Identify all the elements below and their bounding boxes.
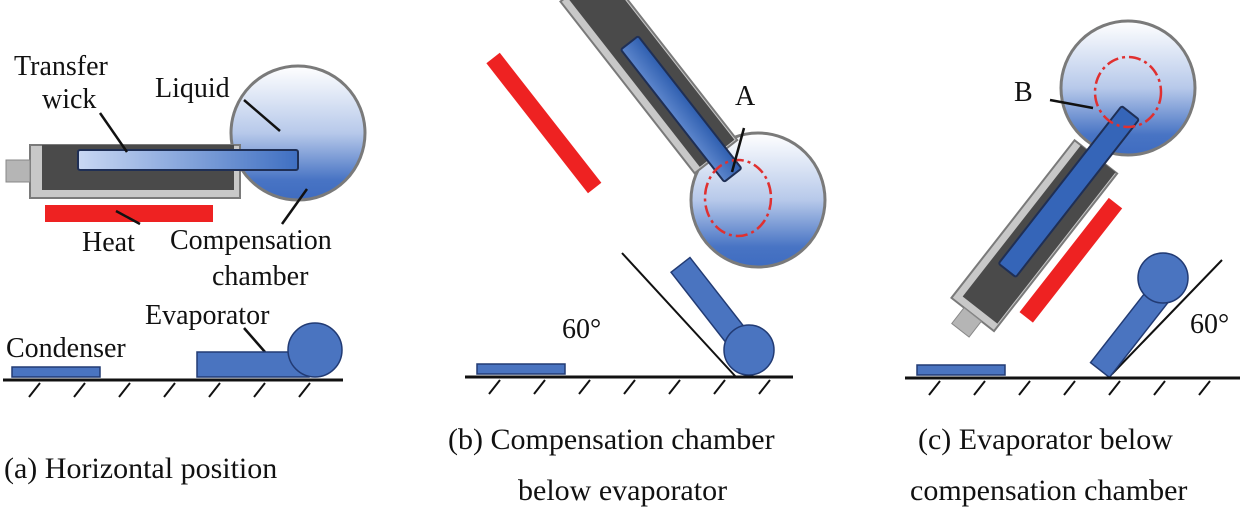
caption-a: (a) Horizontal position [4, 452, 277, 485]
angle-label-c: 60° [1190, 309, 1229, 340]
label-transfer: Transfer [14, 51, 109, 82]
incline-line-c [1111, 259, 1223, 375]
leader-b [1049, 98, 1094, 110]
evaporator-b [559, 0, 742, 183]
label-evaporator: Evaporator [145, 300, 270, 331]
caption-b-line1: (b) Compensation chamber [448, 423, 775, 456]
condenser-schematic-a [11, 366, 101, 378]
caption-c-line1: (c) Evaporator below [918, 423, 1173, 456]
condenser-schematic-c [916, 364, 1006, 376]
label-wick: wick [42, 84, 96, 115]
label-condenser: Condenser [6, 333, 126, 364]
heat-strip-b [486, 52, 602, 194]
label-chamber: chamber [212, 261, 309, 292]
panel-a: Transfer wick Liquid Heat Compensation c… [3, 51, 367, 485]
incline-line-b [621, 252, 737, 378]
end-cap-a [5, 159, 31, 183]
marker-b-ellipse [1093, 55, 1163, 129]
chamber-schematic-c [1137, 252, 1189, 304]
ground-hatch-b [488, 379, 771, 395]
marker-a-ellipse [703, 158, 773, 238]
caption-b-line2: below evaporator [518, 474, 727, 507]
label-liquid: Liquid [155, 73, 230, 104]
panel-b: A 60° (b) Compensation chamber below eva… [448, 0, 827, 507]
condenser-schematic-b [476, 363, 566, 375]
ground-hatch-c [928, 380, 1211, 396]
marker-b-label: B [1014, 77, 1033, 108]
ground-hatch-a [28, 382, 311, 398]
transfer-wick-a [77, 149, 299, 171]
panel-c: B 60° (c) Evaporator below compensation … [905, 19, 1240, 507]
chamber-schematic-b [723, 324, 775, 376]
compensation-chamber-c [1059, 19, 1197, 157]
heat-strip-a [45, 205, 213, 222]
label-compensation: Compensation [170, 225, 332, 256]
leader-a [730, 127, 746, 173]
label-heat: Heat [82, 227, 135, 258]
heat-strip-c [1019, 197, 1123, 323]
leader-lines-a [98, 99, 309, 353]
evaporator-c [950, 105, 1140, 338]
angle-label-b: 60° [562, 314, 601, 345]
caption-c-line2: compensation chamber [910, 474, 1187, 507]
compensation-chamber-a [229, 64, 367, 202]
marker-a-label: A [735, 81, 756, 112]
chamber-schematic-a [287, 322, 343, 378]
